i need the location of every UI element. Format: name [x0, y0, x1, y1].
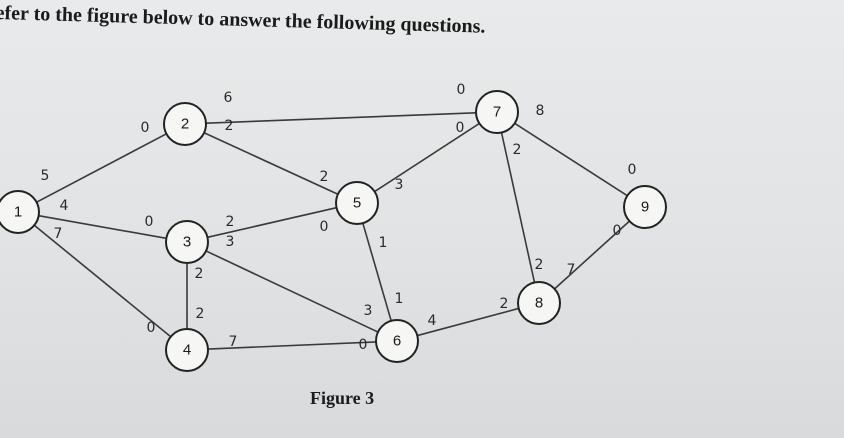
node-label: 4 [183, 342, 191, 359]
edge-1-3 [38, 214, 167, 240]
edge-3-6 [205, 250, 379, 333]
figure-caption: Figure 3 [310, 388, 375, 408]
annotation-node-3: 3 [226, 234, 235, 250]
annotation-node-6: 1 [395, 291, 404, 307]
annotation-node-1: 5 [41, 168, 50, 184]
annotation-node-6: 0 [359, 337, 368, 353]
node-label: 1 [14, 204, 22, 221]
annotation-node-2: 0 [141, 120, 150, 136]
annotation-node-1: 7 [54, 226, 63, 242]
node-3: 3 [165, 220, 209, 264]
node-circle [165, 220, 209, 264]
edge-5-6 [362, 222, 392, 322]
edge-2-5 [203, 132, 339, 195]
edge-1-2 [36, 133, 167, 203]
edge-7-9 [514, 122, 628, 197]
node-8: 8 [517, 281, 561, 325]
annotation-node-1: 4 [60, 198, 69, 214]
node-circle [335, 181, 379, 225]
edge-5-7 [374, 122, 480, 193]
annotation-node-2: 2 [225, 118, 234, 134]
annotation-node-8: 2 [535, 257, 544, 273]
node-circle [375, 319, 419, 363]
node-2: 2 [163, 102, 207, 146]
annotation-node-7: 2 [513, 142, 522, 158]
annotation-node-9: 0 [628, 162, 637, 178]
annotation-node-9: 0 [613, 223, 622, 239]
node-circle [623, 185, 667, 229]
edge-6-8 [417, 307, 519, 337]
node-7: 7 [475, 90, 519, 134]
annotation-node-3: 2 [195, 266, 204, 282]
edge-4-6 [207, 341, 377, 350]
node-circle [165, 328, 209, 372]
node-6: 6 [375, 319, 419, 363]
node-label: 7 [493, 104, 501, 121]
annotation-node-6: 4 [428, 313, 437, 329]
node-label: 8 [535, 295, 543, 312]
annotation-node-4: 2 [196, 306, 205, 322]
node-circle [517, 281, 561, 325]
annotation-node-3: 2 [226, 214, 235, 230]
annotation-node-7: 0 [456, 120, 465, 136]
annotation-node-4: 0 [147, 320, 156, 336]
annotation-node-8: 2 [500, 296, 509, 312]
node-circle [475, 90, 519, 134]
node-5: 5 [335, 181, 379, 225]
node-label: 2 [181, 116, 189, 133]
annotation-node-8: 7 [567, 262, 576, 278]
annotation-node-5: 1 [379, 235, 388, 251]
edge-8-9 [554, 220, 630, 290]
node-label: 6 [393, 333, 401, 350]
annotation-node-4: 7 [229, 334, 238, 350]
node-label: 3 [183, 234, 191, 251]
annotation-node-2: 6 [224, 90, 233, 106]
node-1: 1 [0, 190, 40, 234]
edge-2-7 [205, 112, 477, 124]
annotation-node-6: 3 [364, 303, 373, 319]
node-label: 5 [353, 195, 361, 212]
annotation-node-5: 0 [320, 219, 329, 235]
node-circle [163, 102, 207, 146]
edge-1-4 [33, 224, 172, 338]
node-9: 9 [623, 185, 667, 229]
annotation-node-5: 3 [395, 177, 404, 193]
annotation-node-7: 0 [457, 82, 466, 98]
edge-7-8 [500, 132, 536, 283]
edges-layer [33, 112, 630, 350]
annotation-node-5: 2 [320, 169, 329, 185]
edge-3-5 [207, 206, 337, 239]
annotation-node-3: 0 [145, 214, 154, 230]
node-circle [0, 190, 40, 234]
node-4: 4 [165, 328, 209, 372]
annotation-node-7: 8 [536, 103, 545, 119]
node-label: 9 [641, 199, 649, 216]
